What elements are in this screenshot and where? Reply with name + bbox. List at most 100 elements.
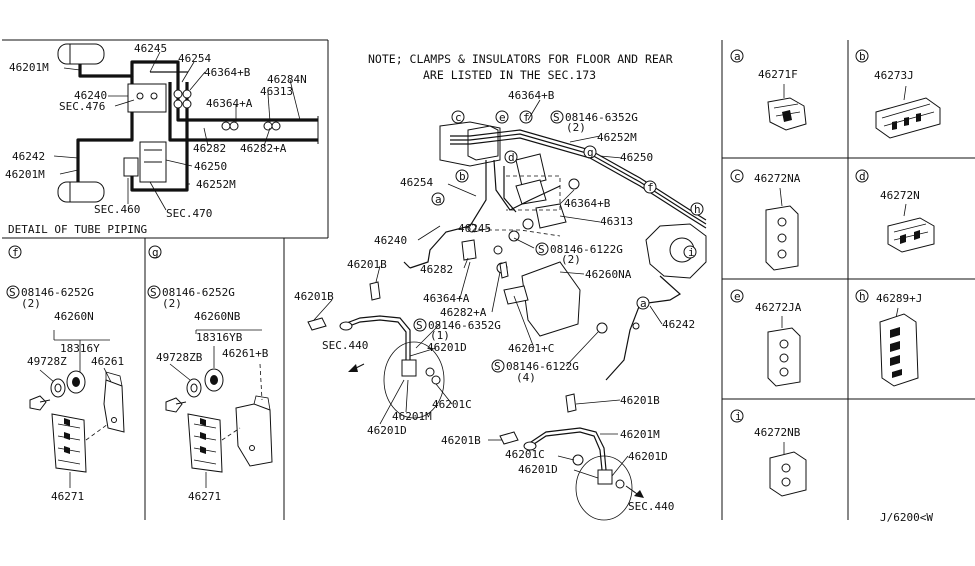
- note-line-2: ARE LISTED IN THE SEC.173: [423, 68, 596, 82]
- right-panel-d: d 46272N: [855, 169, 935, 253]
- callout-a2-main-letter: a: [640, 297, 647, 310]
- bolt-icon-g: [165, 397, 187, 413]
- label-main-46245: 46245: [458, 222, 491, 235]
- right-panel-b: b 46273J: [855, 49, 941, 139]
- main-callouts: c e f d g b f a h i a: [431, 110, 704, 310]
- label-46282a: 46282+A: [240, 142, 287, 155]
- callout-h-main-letter: h: [694, 203, 701, 216]
- label-sec460: SEC.460: [94, 203, 140, 216]
- label-46252m: 46252M: [196, 178, 236, 191]
- label-main-46260na: 46260NA: [585, 268, 632, 281]
- label-46240: 46240: [74, 89, 107, 102]
- callout-i-main: [683, 245, 697, 259]
- bolt-symbol: S: [9, 286, 16, 299]
- label-main-qty2-mid: (2): [561, 253, 581, 266]
- clamp-46272n-icon: [887, 217, 935, 253]
- callout-f-main: [519, 110, 533, 124]
- label-main-46201b-b: 46201B: [294, 290, 334, 303]
- bolt-symbol-g: S: [150, 286, 157, 299]
- panel-g-46271: 46271: [188, 490, 221, 503]
- bolt-icon: [29, 395, 51, 411]
- valve-block-icon: [127, 83, 167, 113]
- callout-e-main-letter: e: [499, 111, 506, 124]
- label-main-46250: 46250: [620, 151, 653, 164]
- panel-g-46260nb: 46260NB: [194, 310, 241, 323]
- label-main-46201d-d: 46201D: [518, 463, 558, 476]
- callout-b-main: [455, 169, 469, 183]
- label-main-46201b-a: 46201B: [347, 258, 387, 271]
- clamp-46272ja-icon: [767, 327, 801, 387]
- diagram-code: J/6200<W: [880, 511, 933, 524]
- label-main-46201d-b: 46201D: [367, 424, 407, 437]
- label-main-46242: 46242: [662, 318, 695, 331]
- label-main-bolt-6122-bot: 08146-6122G: [506, 360, 579, 373]
- label-main-46364b-mid: 46364+B: [564, 197, 611, 210]
- callout-f: [8, 245, 22, 259]
- panel-d-part: 46272N: [880, 189, 920, 202]
- right-panel-h: h 46289+J: [855, 289, 922, 387]
- callout-c-main: [451, 110, 465, 124]
- clamp-46272nb-icon: [769, 451, 807, 497]
- panel-g-bolt: 08146-6252G: [162, 286, 235, 299]
- callout-e-main: [495, 110, 509, 124]
- panel-a-part: 46271F: [758, 68, 798, 81]
- bracket-46260na-icon: [521, 261, 581, 337]
- callout-f2-main: [643, 180, 657, 194]
- label-main-46282a: 46282+A: [440, 306, 487, 319]
- main-labels: 46364+B S 08146-6352G (2) 46252M 46250 4…: [294, 89, 695, 513]
- label-main-46261c: 46261+C: [508, 342, 554, 355]
- label-46284n: 46284N: [267, 73, 307, 86]
- note-line-1: NOTE; CLAMPS & INSULATORS FOR FLOOR AND …: [368, 52, 673, 66]
- panel-g: g S 08146-6252G (2) 46260NB 18316YB 4972…: [147, 245, 273, 503]
- rear-wheel-icon: [57, 181, 105, 203]
- panel-f-qty: (2): [21, 297, 41, 310]
- bracket-icon-g: [235, 395, 273, 467]
- label-main-46240: 46240: [374, 234, 407, 247]
- label-main-bolt-6352-top: 08146-6352G: [565, 111, 638, 124]
- panel-g-qty: (2): [162, 297, 182, 310]
- label-main-46254: 46254: [400, 176, 433, 189]
- panel-i-part: 46272NB: [754, 426, 801, 439]
- callout-i-main-letter: i: [688, 246, 695, 259]
- label-46254: 46254: [178, 52, 211, 65]
- label-46245: 46245: [134, 42, 167, 55]
- callout-g-letter: g: [152, 246, 159, 259]
- callout-f-main-letter: f: [523, 111, 530, 124]
- panel-e-part: 46272JA: [755, 301, 802, 314]
- clip-46273j-icon: [875, 97, 941, 139]
- callout-a-main-letter: a: [435, 193, 442, 206]
- panel-h-part: 46289+J: [876, 292, 922, 305]
- label-main-46201d-c: 46201D: [628, 450, 668, 463]
- panel-frames: [2, 39, 975, 520]
- detail-tube-piping: [53, 43, 319, 211]
- label-46201m-top: 46201M: [9, 61, 49, 74]
- main-note: NOTE; CLAMPS & INSULATORS FOR FLOOR AND …: [368, 52, 673, 82]
- label-main-46364b-top: 46364+B: [508, 89, 555, 102]
- label-main-qty4: (4): [516, 371, 536, 384]
- abs-unit-icon: [515, 153, 547, 187]
- right-panel-c: c 46272NA: [730, 169, 801, 271]
- clamp-icon-g: [187, 413, 223, 473]
- label-main-46201c-b: 46201C: [505, 448, 545, 461]
- label-46242: 46242: [12, 150, 45, 163]
- detail-tube-piping-labels: 46245 46254 46201M 46364+B 46284N 46240 …: [5, 42, 307, 236]
- label-main-sec440-a: SEC.440: [322, 339, 368, 352]
- label-46250: 46250: [194, 160, 227, 173]
- label-main-46201m-b: 46201M: [620, 428, 660, 441]
- callout-d-main-letter: d: [508, 151, 515, 164]
- bolt-symbol-main-bot: S: [494, 360, 501, 373]
- callout-i-letter: i: [735, 410, 742, 423]
- label-main-46364a: 46364+A: [423, 292, 470, 305]
- callout-f-letter: f: [12, 246, 19, 259]
- panel-c-part: 46272NA: [754, 172, 801, 185]
- label-sec476: SEC.476: [59, 100, 105, 113]
- bolt-symbol-main-mid: S: [538, 243, 545, 256]
- grommet-icon-g: [186, 378, 202, 398]
- label-main-46201m-a: 46201M: [392, 410, 432, 423]
- panel-f: f S 08146-6252G (2) 46260N 18316Y 49728Z…: [6, 245, 125, 503]
- detail-caption: DETAIL OF TUBE PIPING: [8, 223, 147, 236]
- callout-g: [148, 245, 162, 259]
- panel-f-49728z: 49728Z: [27, 355, 67, 368]
- bracket-icon: [103, 371, 125, 433]
